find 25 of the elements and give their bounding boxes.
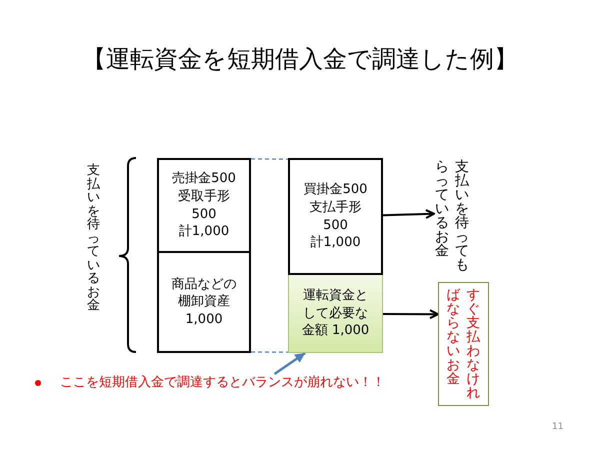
account-text: 受取手形500 [177, 188, 231, 224]
arrow [382, 209, 435, 220]
note-text: ここを短期借入金で調達するとバランスが崩れない！！ [60, 374, 385, 392]
account-text: 支払手形500 [308, 198, 362, 234]
account-text: 商品などの棚卸資産 [170, 276, 238, 311]
note-panel [438, 282, 489, 406]
asset-panel [157, 251, 251, 353]
connector-line [251, 351, 288, 353]
liability-panel [288, 158, 383, 275]
account-text: 1,000 [185, 310, 223, 328]
account-text: 買掛金500 [304, 181, 368, 199]
vertical-label: 支払いを待っているお金 [86, 164, 101, 312]
vertical-note: すぐ支払わなければならないお金 [446, 288, 482, 400]
vertical-note: 支払いを待ってもらっているお金 [434, 160, 470, 272]
account-text: 計1,000 [310, 234, 361, 252]
asset-panel [157, 158, 251, 253]
account-text: 売掛金500 [172, 170, 236, 188]
arrow [274, 352, 306, 376]
page-number: 11 [552, 422, 564, 433]
working-capital-panel [288, 275, 383, 353]
account-text: 運転資金として必要な金額 1,000 [300, 287, 370, 340]
connector-line [251, 158, 288, 160]
arrow [383, 309, 439, 320]
account-text: 計1,000 [178, 223, 230, 241]
slide-title: 【運転資金を短期借入金で調達した例】 [82, 44, 518, 74]
